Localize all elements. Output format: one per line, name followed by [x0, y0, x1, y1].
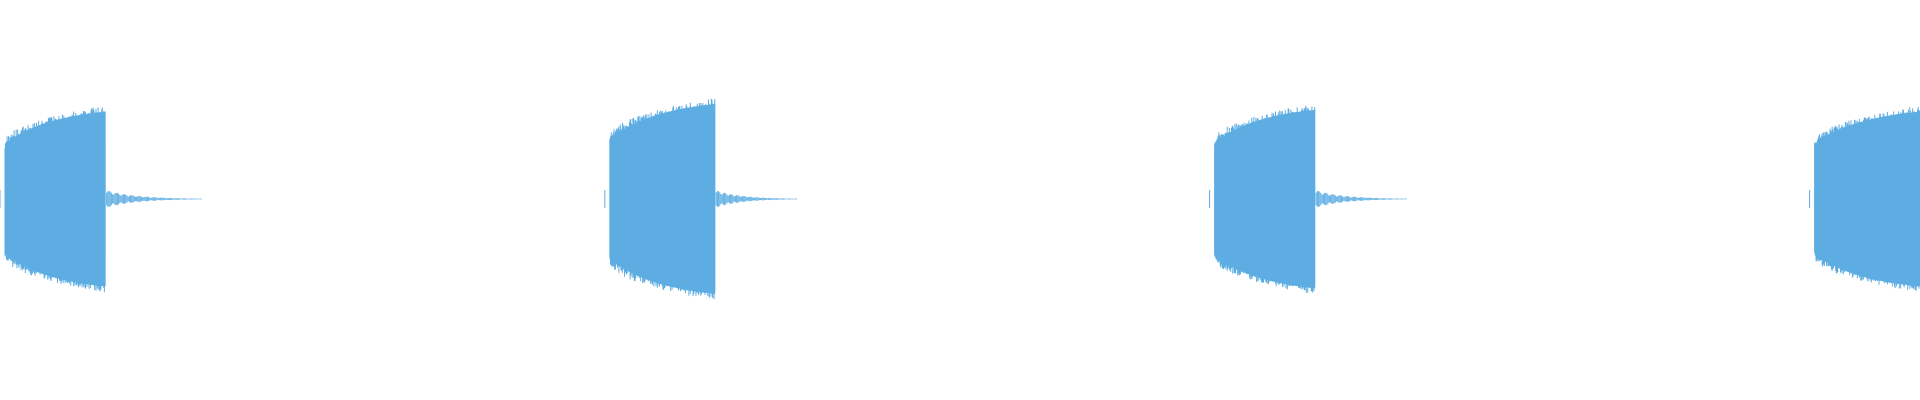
waveform-burst-samples: [604, 98, 798, 300]
waveform-burst-samples: [1209, 105, 1407, 293]
waveform-burst: [1809, 107, 1920, 291]
waveform-burst-samples: [1809, 107, 1920, 291]
waveform-burst: [0, 107, 202, 293]
waveform-burst: [604, 98, 798, 300]
waveform-burst-samples: [0, 107, 202, 293]
waveform-bursts: [0, 98, 1920, 300]
waveform-burst: [1209, 105, 1407, 293]
